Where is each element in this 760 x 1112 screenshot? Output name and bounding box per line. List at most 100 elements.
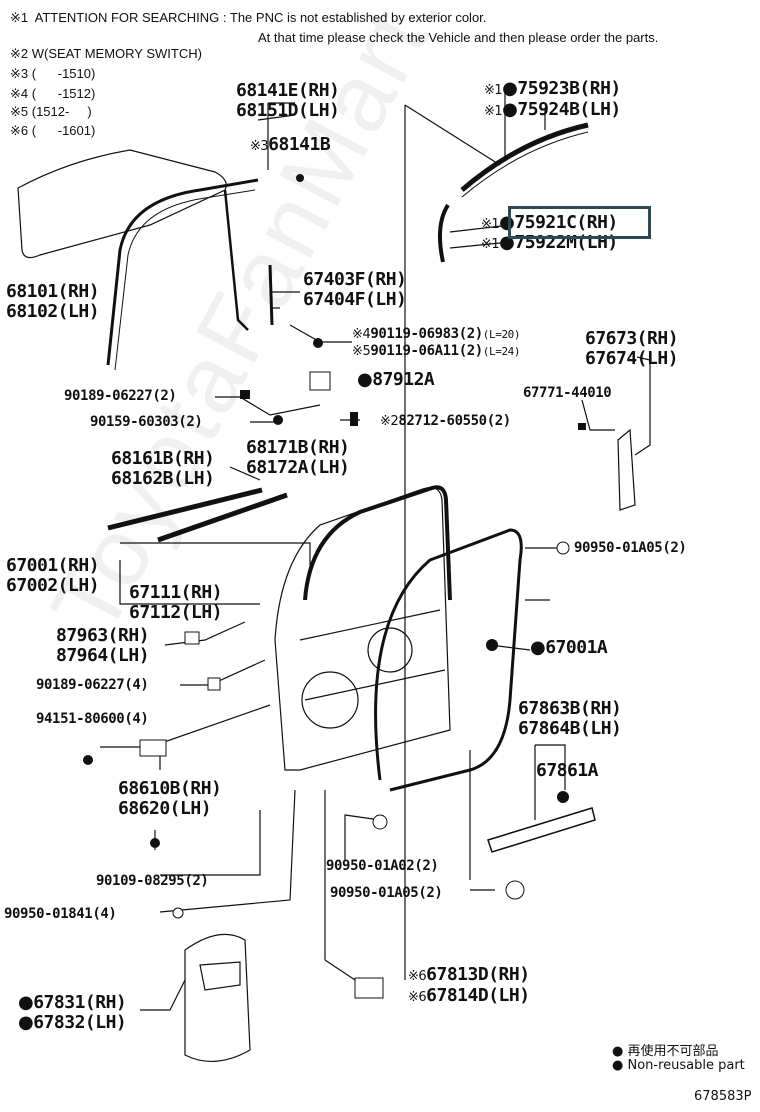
part-number: 68141B: [268, 134, 331, 155]
door-panel: [274, 487, 451, 771]
part-68162B[interactable]: 68162B(LH): [111, 468, 215, 489]
non-reusable-dot: ●: [530, 637, 546, 658]
part-68172A[interactable]: 68172A(LH): [246, 457, 350, 478]
length-note: (L=24): [482, 345, 521, 358]
part-87912A[interactable]: ●87912A: [357, 369, 435, 390]
note-2: ※2 W(SEAT MEMORY SWITCH): [10, 46, 202, 61]
part-68141E[interactable]: 68141E(RH): [236, 80, 340, 101]
part-82712-60550[interactable]: ※282712-60550(2): [380, 413, 511, 430]
part-67112[interactable]: 67112(LH): [129, 602, 223, 623]
part-90159-60303[interactable]: 90159-60303(2): [90, 414, 203, 430]
part-67674[interactable]: 67674(LH): [585, 348, 679, 369]
legend-en: ● Non-reusable part: [612, 1058, 745, 1073]
part-67832[interactable]: ●67832(LH): [18, 1012, 127, 1033]
note-marker: ※1: [484, 83, 503, 98]
note-marker: ※3: [250, 139, 269, 154]
non-reusable-dot: ●: [612, 1044, 628, 1059]
part-90109-08295[interactable]: 90109-08295(2): [96, 873, 209, 889]
door-frame: [303, 485, 452, 601]
part-90950-01841[interactable]: 90950-01841(4): [4, 906, 117, 922]
part-94151-80600[interactable]: 94151-80600(4): [36, 711, 149, 727]
part-68161B[interactable]: 68161B(RH): [111, 448, 215, 469]
legend-jp: ● 再使用不可部品: [612, 1040, 719, 1059]
part-number: 75923B(RH): [517, 78, 621, 99]
part-number: 67813D(RH): [426, 964, 530, 985]
part-90119-06A11[interactable]: ※590119-06A11(2)(L=24): [352, 343, 521, 360]
part-number: 67832(LH): [33, 1012, 127, 1033]
non-reusable-dot: ●: [612, 1058, 628, 1073]
glass-channel: [106, 178, 259, 366]
part-67001[interactable]: 67001(RH): [6, 555, 100, 576]
part-number: 75924B(LH): [517, 99, 621, 120]
part-68102[interactable]: 68102(LH): [6, 301, 100, 322]
note-marker: ※2: [380, 414, 399, 429]
part-68610B[interactable]: 68610B(RH): [118, 778, 222, 799]
note-marker: ※6: [408, 969, 427, 984]
part-67403F[interactable]: 67403F(RH): [303, 269, 407, 290]
part-number: 67001A: [545, 637, 608, 658]
selected-part-highlight: [508, 206, 651, 239]
part-67831[interactable]: ●67831(RH): [18, 992, 127, 1013]
figure-id: 678583P: [694, 1089, 752, 1104]
note-marker: ※5: [352, 344, 371, 359]
note-3: ※3 ( -1510): [10, 66, 96, 81]
part-67001A[interactable]: ●67001A: [530, 637, 608, 658]
part-number: 75921C(RH): [514, 212, 618, 233]
part-90189-06227-4[interactable]: 90189-06227(4): [36, 677, 149, 693]
part-68101[interactable]: 68101(RH): [6, 281, 100, 302]
belt-moulding-inner: [157, 492, 288, 543]
part-67863B[interactable]: 67863B(RH): [518, 698, 622, 719]
part-68171B[interactable]: 68171B(RH): [246, 437, 350, 458]
part-90950-01A05-2-bottom[interactable]: 90950-01A05(2): [330, 885, 443, 901]
part-67404F[interactable]: 67404F(LH): [303, 289, 407, 310]
part-number: 90119-06983(2): [370, 326, 483, 342]
part-67861A[interactable]: 67861A: [536, 760, 599, 781]
note-marker: ※1: [484, 104, 503, 119]
part-67111[interactable]: 67111(RH): [129, 582, 223, 603]
upper-moulding: [460, 122, 589, 192]
part-68620[interactable]: 68620(LH): [118, 798, 212, 819]
non-reusable-dot: ●: [18, 1012, 34, 1033]
part-67813D[interactable]: ※667813D(RH): [408, 964, 530, 987]
part-67864B[interactable]: 67864B(LH): [518, 718, 622, 739]
part-90189-06227-2[interactable]: 90189-06227(2): [64, 388, 177, 404]
non-reusable-dot: ●: [502, 78, 518, 99]
part-number: 82712-60550(2): [398, 413, 511, 429]
legend-jp-text: 再使用不可部品: [627, 1044, 719, 1059]
part-68141B[interactable]: ※368141B: [250, 134, 331, 157]
note-marker: ※1: [481, 217, 500, 232]
non-reusable-dot: ●: [18, 992, 34, 1013]
note-marker: ※4: [352, 327, 371, 342]
part-90950-01A02[interactable]: 90950-01A02(2): [326, 858, 439, 874]
part-number: 67831(RH): [33, 992, 127, 1013]
belt-moulding-outer: [107, 487, 263, 531]
inner-trim-panel: [184, 933, 251, 1063]
part-67673[interactable]: 67673(RH): [585, 328, 679, 349]
door-glass: [17, 149, 227, 259]
part-67771-44010[interactable]: 67771-44010: [523, 385, 612, 401]
garnish: [617, 428, 636, 511]
part-number: 90119-06A11(2): [370, 343, 483, 359]
part-75923B[interactable]: ※1●75923B(RH): [484, 78, 621, 101]
part-75921C[interactable]: ※1●75921C(RH): [481, 212, 618, 235]
door-weatherstrip: [374, 528, 523, 792]
run-channel: [223, 189, 249, 331]
part-90950-01A05-2-top[interactable]: 90950-01A05(2): [574, 540, 687, 556]
part-87964[interactable]: 87964(LH): [56, 645, 150, 666]
part-68151D[interactable]: 68151D(LH): [236, 100, 340, 121]
attention-note-continued: At that time please check the Vehicle an…: [258, 30, 659, 45]
part-87963[interactable]: 87963(RH): [56, 625, 150, 646]
note-5: ※5 (1512- ): [10, 104, 92, 119]
non-reusable-dot: ●: [502, 99, 518, 120]
part-90119-06983[interactable]: ※490119-06983(2)(L=20): [352, 326, 521, 343]
frame-moulding: [437, 203, 450, 263]
part-number: 67814D(LH): [426, 985, 530, 1006]
note-4: ※4 ( -1512): [10, 86, 96, 101]
legend-en-text: Non-reusable part: [627, 1058, 745, 1073]
part-67002[interactable]: 67002(LH): [6, 575, 100, 596]
part-75924B[interactable]: ※1●75924B(LH): [484, 99, 621, 122]
part-67814D[interactable]: ※667814D(LH): [408, 985, 530, 1008]
note-marker: ※6: [408, 990, 427, 1005]
rocker-moulding: [487, 807, 596, 853]
